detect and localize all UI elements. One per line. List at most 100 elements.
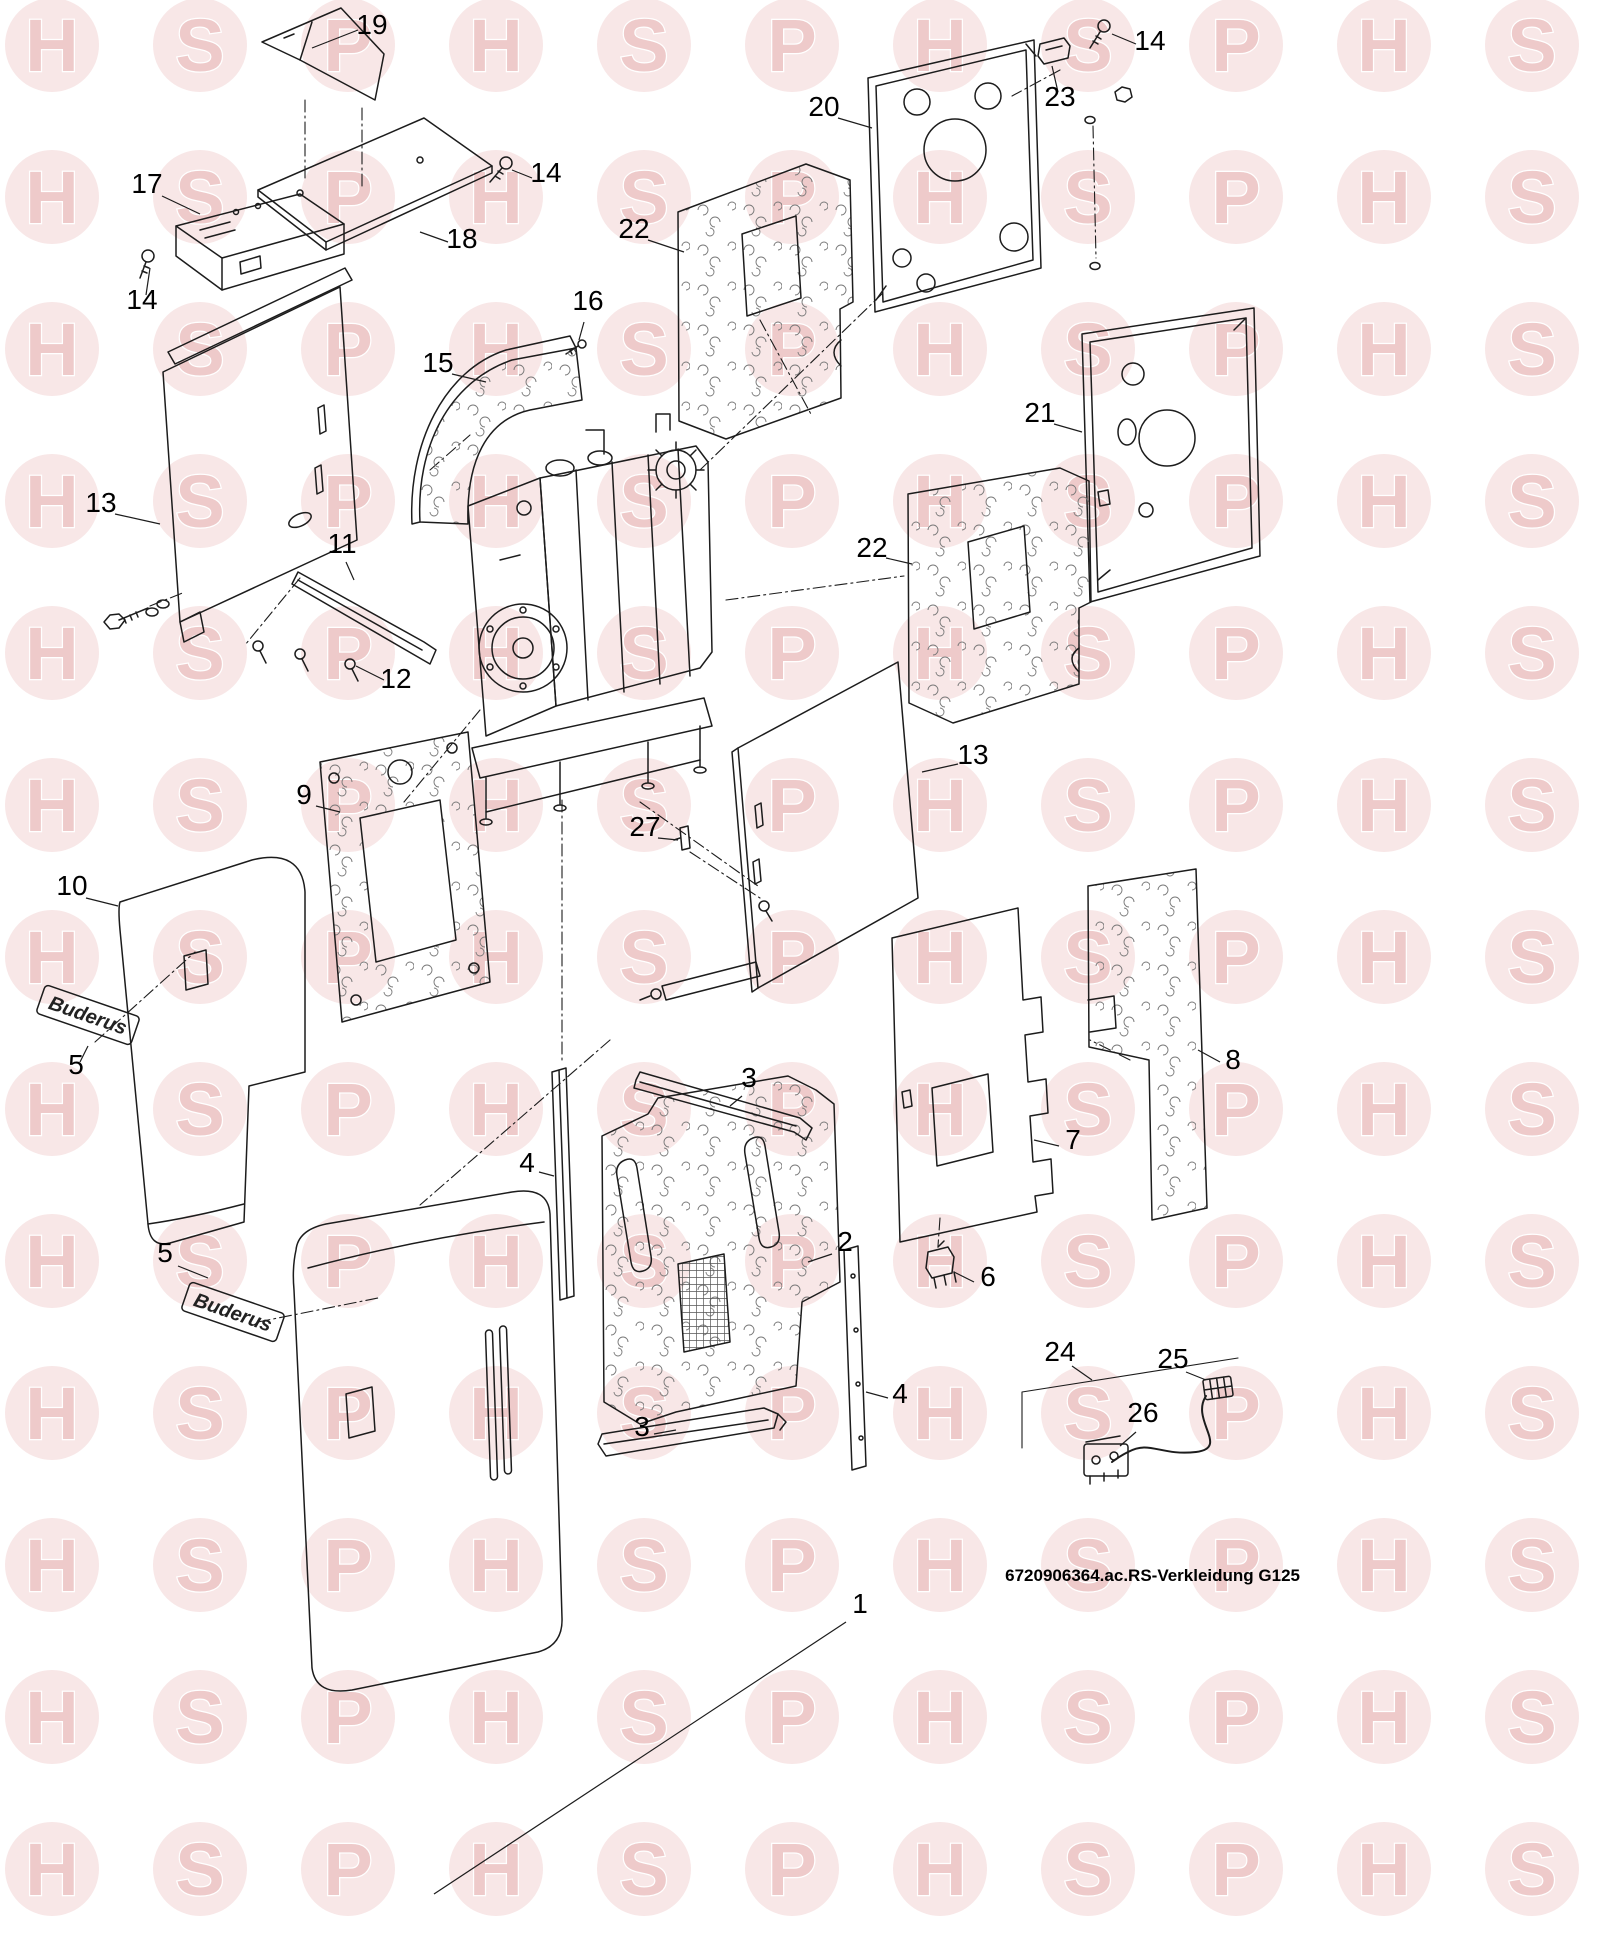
watermark-circle <box>301 0 395 92</box>
watermark-letter: S <box>619 1828 668 1911</box>
watermark-letter: P <box>767 612 816 695</box>
watermark-circle <box>1485 454 1579 548</box>
part-18-top-cover-plate <box>257 117 493 251</box>
callout-leader-15 <box>451 373 487 383</box>
callout-label-14: 14 <box>530 157 561 188</box>
part-14-screw-left <box>139 249 155 279</box>
callout-label-9: 9 <box>296 779 312 810</box>
watermark-circle <box>1189 606 1283 700</box>
watermark-circle <box>449 606 543 700</box>
watermark-circle <box>153 1822 247 1916</box>
watermark-letter: H <box>1357 1220 1410 1303</box>
watermark-circle <box>153 1366 247 1460</box>
watermark-circle <box>1041 302 1135 396</box>
watermark-circle <box>1337 150 1431 244</box>
watermark-letter: H <box>1357 1828 1410 1911</box>
callout-label-14: 14 <box>126 284 157 315</box>
callout-leader-22 <box>647 239 685 253</box>
callout-label-27: 27 <box>629 811 660 842</box>
callout-leader-2 <box>807 1253 833 1263</box>
watermark-letter: S <box>1507 764 1556 847</box>
watermark-circle <box>1485 1822 1579 1916</box>
watermark-letter: P <box>323 1524 372 1607</box>
watermark-circle <box>745 1518 839 1612</box>
watermark-letter: P <box>767 460 816 543</box>
watermark-circle <box>5 1518 99 1612</box>
watermark-letter: P <box>1211 764 1260 847</box>
watermark-letter: P <box>1211 916 1260 999</box>
watermark-letter: S <box>1507 4 1556 87</box>
watermark-circle <box>1189 0 1283 92</box>
watermark-letter: S <box>1063 1524 1112 1607</box>
part-20-rear-panel-upper <box>867 39 1042 313</box>
watermark-letter: S <box>175 1676 224 1759</box>
watermark-letter: P <box>1211 1220 1260 1303</box>
watermark-letter: H <box>1357 4 1410 87</box>
callout-leader-5 <box>177 1265 209 1279</box>
watermark-circle <box>153 758 247 852</box>
part-11-rail <box>291 571 437 665</box>
callout-leader-25 <box>1185 1371 1207 1381</box>
cable <box>1111 1395 1211 1463</box>
callout-label-26: 26 <box>1127 1397 1158 1428</box>
watermark-circle <box>1041 1214 1135 1308</box>
watermark-letter: H <box>1357 916 1410 999</box>
watermark-letter: H <box>1357 612 1410 695</box>
watermark-circle <box>449 0 543 92</box>
watermark-letter: H <box>913 1828 966 1911</box>
watermark-circle <box>1485 1518 1579 1612</box>
watermark-letter: H <box>913 1220 966 1303</box>
watermark-circle <box>449 1670 543 1764</box>
watermark-circle <box>153 1518 247 1612</box>
callout-leader-3 <box>729 1095 743 1107</box>
watermark-circle <box>5 454 99 548</box>
watermark-circle <box>1485 758 1579 852</box>
watermark-letter: P <box>1211 612 1260 695</box>
watermark-circle <box>1041 1062 1135 1156</box>
watermark-letter: S <box>1507 612 1556 695</box>
callout-label-5: 5 <box>157 1237 173 1268</box>
callout-leader-7 <box>1033 1139 1060 1147</box>
watermark-circle <box>153 606 247 700</box>
hsp-watermark-layer: HSPHSPHSPHSHSPHSPHSPHSHSPHSPHSPHSHSPHSPH… <box>5 0 1579 1916</box>
callout-leader-13 <box>921 763 959 773</box>
callout-label-16: 16 <box>572 285 603 316</box>
watermark-circle <box>1041 1670 1135 1764</box>
watermark-circle <box>5 1670 99 1764</box>
watermark-circle <box>745 910 839 1004</box>
watermark-circle <box>893 302 987 396</box>
part-6-plug <box>925 1240 957 1289</box>
callout-leader-1 <box>433 1621 847 1895</box>
watermark-letter: S <box>175 1524 224 1607</box>
callout-label-4: 4 <box>519 1147 535 1178</box>
watermark-circle <box>301 1214 395 1308</box>
watermark-circle <box>1189 150 1283 244</box>
watermark-circle <box>1189 1822 1283 1916</box>
watermark-circle <box>5 150 99 244</box>
part-24-bracket-line <box>1021 1357 1239 1449</box>
watermark-letter: S <box>619 1676 668 1759</box>
watermark-letter: P <box>1211 1676 1260 1759</box>
callout-label-22: 22 <box>856 532 887 563</box>
watermark-circle <box>1189 302 1283 396</box>
watermark-letter: H <box>913 308 966 391</box>
watermark-circle <box>893 150 987 244</box>
watermark-circle <box>893 758 987 852</box>
watermark-circle <box>893 910 987 1004</box>
watermark-letter: P <box>1211 4 1260 87</box>
watermark-letter: H <box>25 460 78 543</box>
watermark-circle <box>893 0 987 92</box>
watermark-circle <box>5 1822 99 1916</box>
watermark-letter: S <box>1063 1828 1112 1911</box>
callout-label-3: 3 <box>741 1062 757 1093</box>
watermark-letter: H <box>913 156 966 239</box>
watermark-letter: S <box>1063 764 1112 847</box>
part-23-clip <box>1037 37 1071 65</box>
watermark-circle <box>893 1062 987 1156</box>
watermark-letter: S <box>175 1068 224 1151</box>
callout-leader-23 <box>1051 65 1059 93</box>
part-25-connector <box>1111 1375 1234 1463</box>
watermark-letter: H <box>469 4 522 87</box>
